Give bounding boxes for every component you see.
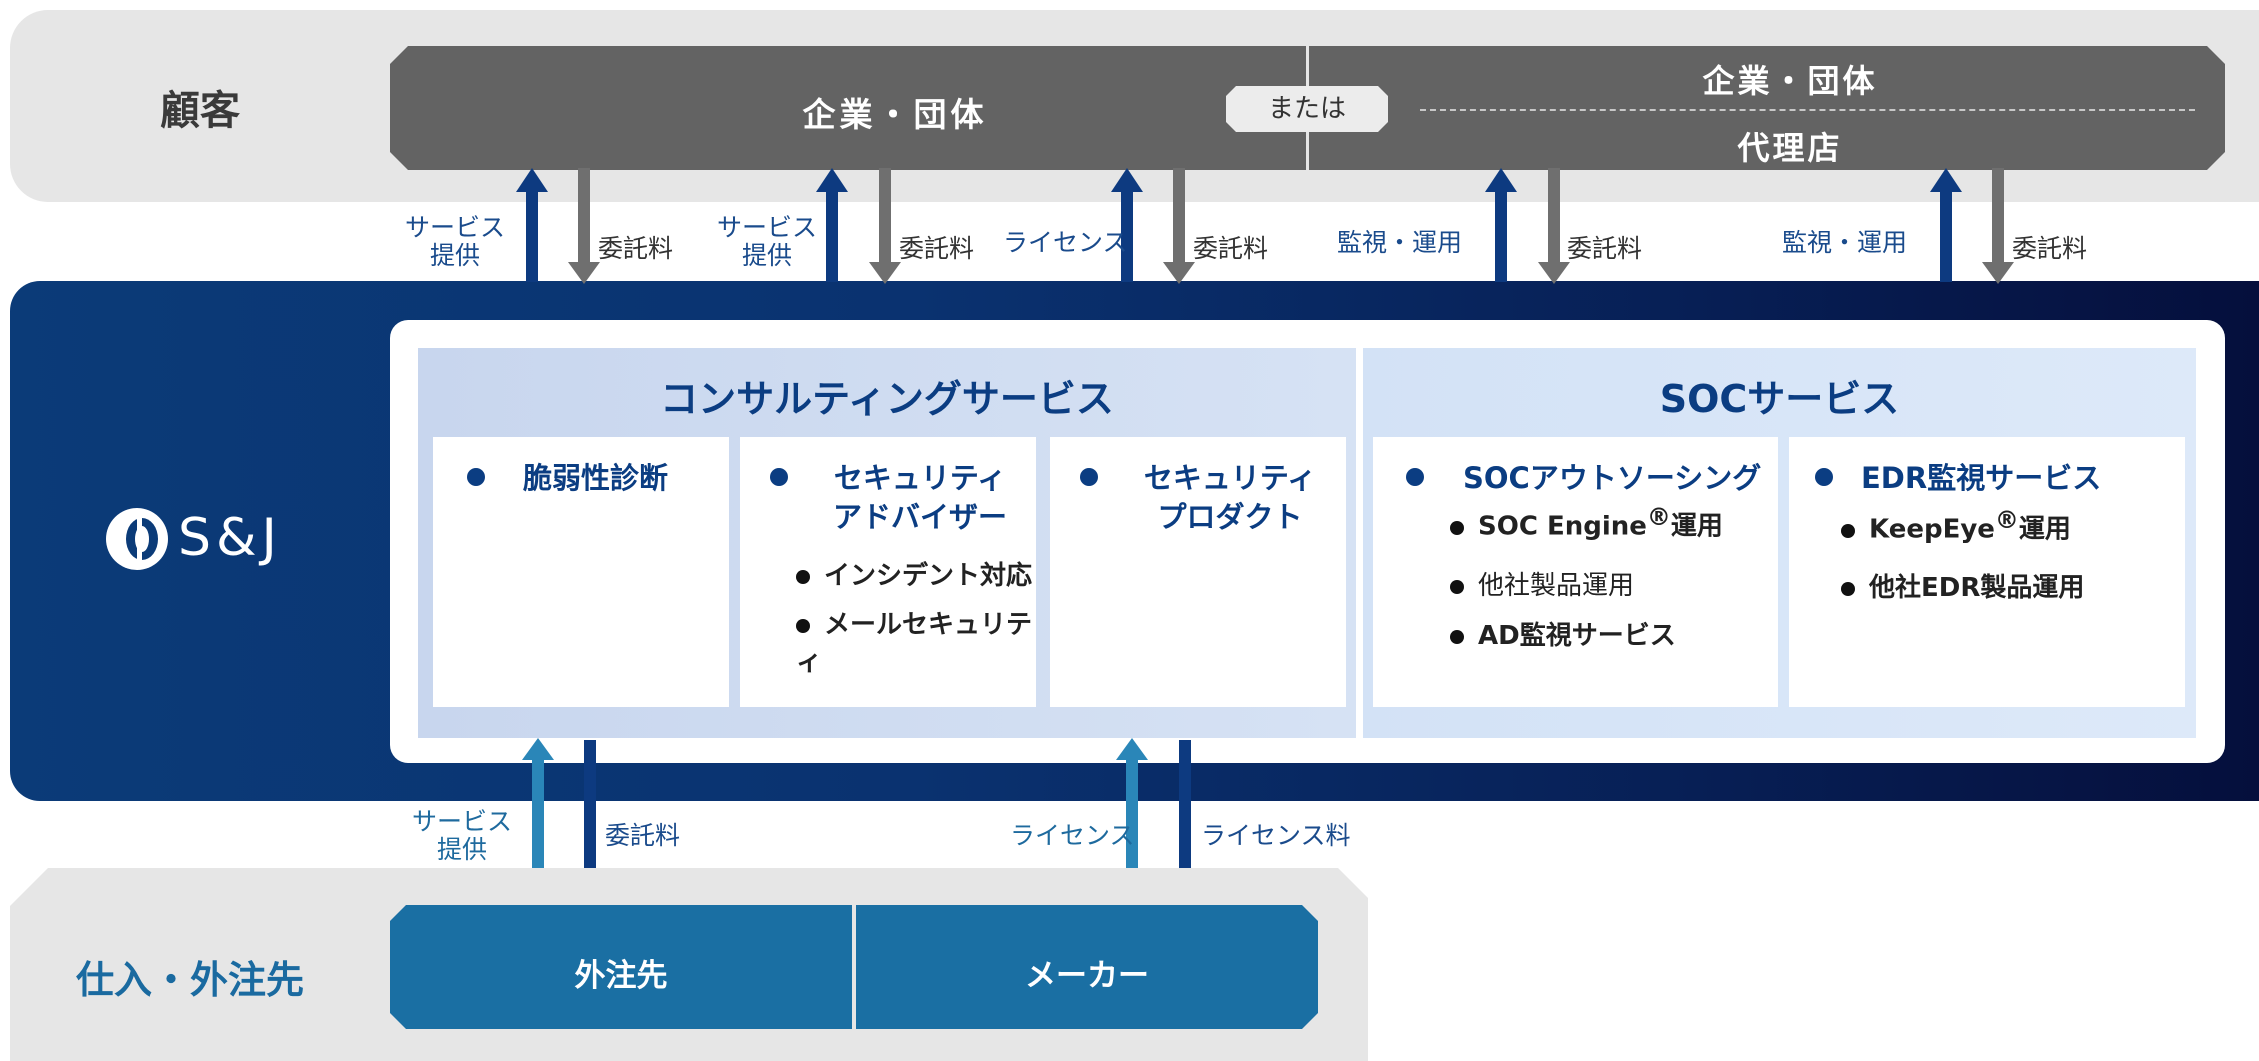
list-item: AD監視サービス [1450, 615, 1676, 652]
label-fee-5: 委託料 [2012, 234, 2088, 263]
customer-left-entity: 企業・団体 [802, 95, 988, 134]
arrow-down-fee-3 [1163, 168, 1195, 284]
supplier-outsource: 外注先 [574, 958, 668, 994]
bullet-icon [1841, 582, 1855, 596]
card-bullet [770, 468, 788, 490]
card-title: SOCアウトソーシング [1463, 461, 1762, 495]
arrow-up-service-2 [816, 168, 848, 282]
arrow-down-fee-4 [1538, 168, 1570, 284]
bullet-icon [1450, 580, 1464, 594]
label-fee-1: 委託料 [598, 234, 674, 263]
list-item: SOC Engine®運用 [1450, 503, 1723, 543]
label-fee-2: 委託料 [899, 234, 975, 263]
company-logo-text: S&J [178, 508, 282, 568]
bullet-icon [1450, 630, 1464, 644]
or-pill: または [1226, 86, 1388, 132]
card-edr-monitoring: EDR監視サービス KeepEye®運用 他社EDR製品運用 [1789, 437, 2185, 707]
list-item: KeepEye®運用 [1841, 506, 2071, 546]
customer-label: 顧客 [160, 88, 240, 134]
card-title: 脆弱性診断 [523, 461, 669, 495]
label-fee-3: 委託料 [1193, 234, 1269, 263]
customer-dashed-divider [1420, 109, 2195, 111]
card-bullet [1815, 468, 1833, 490]
supplier-divider [852, 905, 856, 1029]
list-item: インシデント対応 [796, 555, 1032, 592]
arrow-up-monitor-5 [1930, 168, 1962, 282]
card-security-product: セキュリティ プロダクト [1050, 437, 1346, 707]
card-title-line1: セキュリティ [833, 461, 1007, 495]
arrow-up-service-1 [516, 168, 548, 282]
card-title: EDR監視サービス [1861, 461, 2102, 495]
label-monitor-5: 監視・運用 [1782, 228, 1908, 257]
supplier-maker: メーカー [1025, 958, 1149, 994]
arrow-up-monitor-4 [1485, 168, 1517, 282]
card-title-line2: アドバイザー [832, 500, 1007, 534]
customer-right-entity: 企業・団体 [1702, 62, 1878, 100]
consulting-title: コンサルティングサービス [660, 377, 1114, 421]
label-service-provide-1: サービス提供 [405, 213, 506, 270]
label-fee-4: 委託料 [1567, 234, 1643, 263]
bullet-icon [1841, 523, 1855, 538]
soc-title: SOCサービス [1659, 377, 1900, 421]
bullet-icon [796, 619, 810, 633]
card-bullet [467, 468, 485, 490]
label-maker-license: ライセンス [1010, 821, 1135, 850]
company-logo-icon [106, 508, 168, 570]
card-title-line2: プロダクト [1157, 500, 1303, 534]
list-item: 他社EDR製品運用 [1841, 567, 2084, 604]
card-soc-outsourcing: SOCアウトソーシング SOC Engine®運用 他社製品運用 AD監視サービ… [1373, 437, 1778, 707]
supplier-label: 仕入・外注先 [75, 958, 304, 1002]
arrow-down-fee-2 [869, 168, 901, 284]
customer-agency: 代理店 [1737, 129, 1843, 167]
card-vulnerability-assessment: 脆弱性診断 [433, 437, 729, 707]
card-bullet [1080, 468, 1098, 490]
label-maker-license-fee: ライセンス料 [1201, 821, 1351, 850]
list-item: 他社製品運用 [1450, 565, 1634, 602]
arrow-up-license-3 [1111, 168, 1143, 282]
card-title-line1: セキュリティ [1143, 461, 1317, 495]
label-monitor-4: 監視・運用 [1337, 228, 1463, 257]
card-security-advisor: セキュリティ アドバイザー インシデント対応 メールセキュリティ [740, 437, 1036, 707]
bullet-icon [1450, 520, 1464, 535]
label-supplier-service: サービス提供 [412, 807, 513, 864]
card-bullet [1406, 468, 1424, 490]
bullet-icon [796, 570, 810, 584]
label-license-3: ライセンス [1003, 228, 1128, 257]
list-item: メールセキュリティ [796, 610, 1033, 677]
arrow-down-fee-1 [568, 168, 600, 284]
arrow-down-fee-5 [1982, 168, 2014, 284]
label-service-provide-2: サービス提供 [717, 213, 818, 270]
label-supplier-fee: 委託料 [605, 821, 681, 850]
